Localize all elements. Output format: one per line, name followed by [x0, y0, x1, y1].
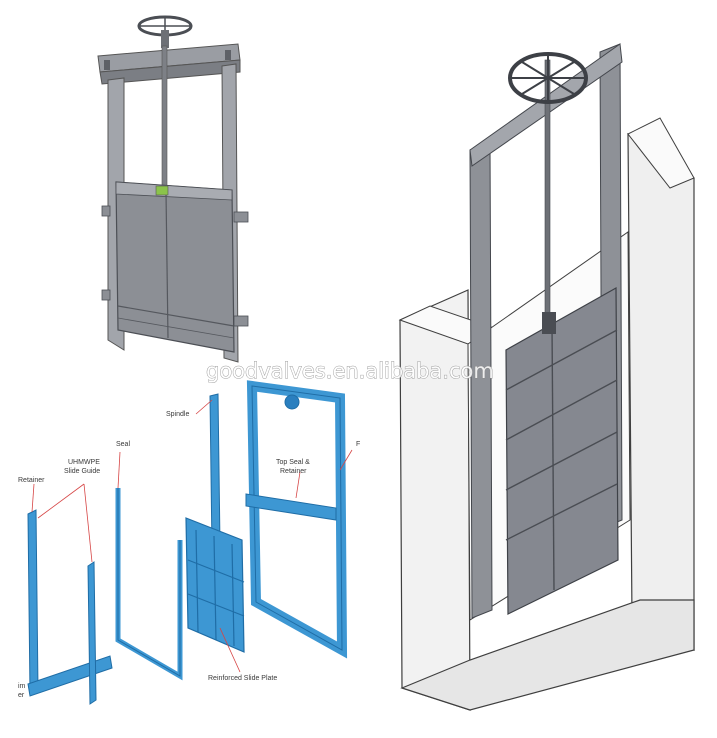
watermark-text: goodvalves.en.alibaba.com — [206, 359, 494, 383]
label-retainer: Retainer — [18, 477, 45, 484]
installed-gate-figure — [398, 43, 695, 711]
assembled-gate-figure — [97, 15, 249, 363]
label-slide-guide: Slide Guide — [64, 468, 100, 475]
label-partial-2: er — [18, 692, 25, 699]
label-frame-partial: F — [356, 441, 360, 448]
label-uhmwpe: UHMWPE — [68, 459, 100, 466]
handwheel-icon — [137, 15, 193, 48]
label-seal: Seal — [116, 441, 130, 448]
handwheel-icon — [508, 52, 588, 104]
label-top-seal-retainer: Retainer — [280, 468, 307, 475]
label-spindle: Spindle — [166, 411, 189, 418]
label-reinforced-slide-plate: Reinforced Slide Plate — [208, 675, 277, 682]
label-top-seal: Top Seal & — [276, 459, 310, 466]
exploded-parts-figure: Spindle Seal UHMWPE Slide Guide Retainer… — [18, 380, 360, 705]
label-partial-1: im — [18, 683, 26, 690]
